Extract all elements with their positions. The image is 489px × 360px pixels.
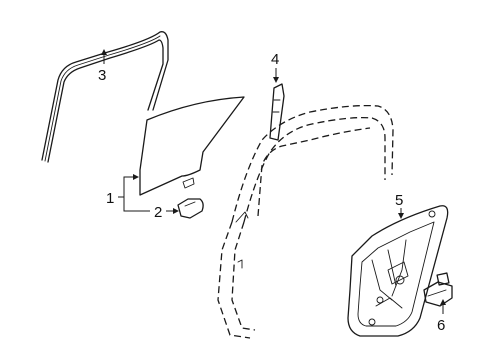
callout-leaders bbox=[101, 49, 446, 314]
callout-4: 4 bbox=[271, 51, 279, 68]
glass-holder bbox=[177, 177, 204, 219]
callout-2: 2 bbox=[154, 204, 162, 221]
callout-3: 3 bbox=[98, 67, 106, 84]
channel-trim bbox=[269, 83, 285, 141]
callout-1: 1 bbox=[106, 190, 114, 207]
rear-door-shell bbox=[217, 104, 394, 339]
glass-run-channel bbox=[41, 31, 169, 163]
door-glass bbox=[139, 96, 245, 196]
regulator-motor bbox=[423, 272, 453, 307]
callout-6: 6 bbox=[437, 317, 445, 334]
door-module-panel bbox=[347, 205, 449, 337]
callout-5: 5 bbox=[395, 192, 403, 209]
